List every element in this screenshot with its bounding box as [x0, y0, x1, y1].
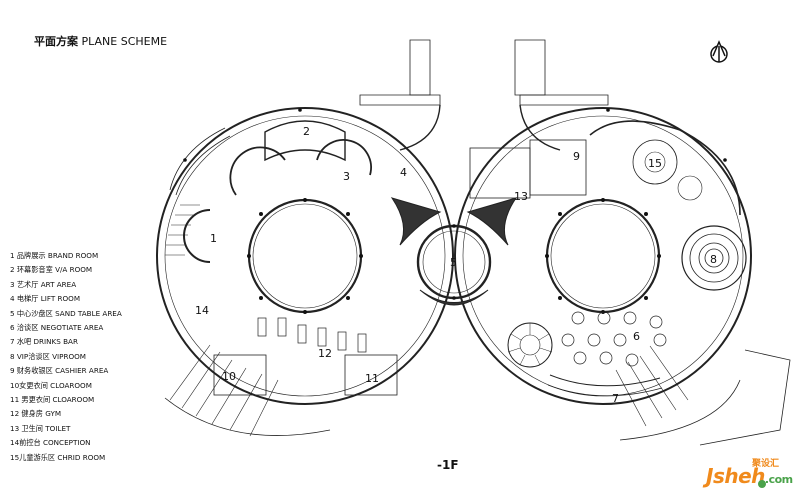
legend-item: 10女更衣间 CLOAROOM: [10, 380, 92, 390]
right-inner-ring: [545, 198, 661, 314]
legend-item: 12 健身房 GYM: [10, 409, 62, 419]
watermark-dot-icon: [758, 480, 766, 488]
right-outer-wall: [454, 107, 752, 405]
room-legend: 1 品牌展示 BRAND ROOM 2 环幕影音室 V/A ROOM 3 艺术厅…: [10, 249, 122, 465]
legend-item: 6 洽谈区 NEGOTIATE AREA: [10, 323, 104, 333]
room-number-1: 1: [210, 232, 217, 245]
room-number-6: 6: [633, 330, 640, 343]
watermark-logo: 聚设汇 Jsheh.com: [706, 456, 793, 492]
room-number-14: 14: [195, 304, 209, 317]
room-number-7: 7: [612, 392, 619, 405]
watermark-zh: 聚设汇: [752, 459, 780, 469]
room-number-8: 8: [710, 253, 717, 266]
left-sand-table-ring: [247, 198, 363, 314]
legend-item: 13 卫生间 TOILET: [10, 423, 71, 433]
legend-item: 9 财务收银区 CASHIER AREA: [10, 366, 109, 376]
room-number-15: 15: [648, 157, 662, 170]
floor-label: -1F: [437, 458, 459, 472]
legend-item: 1 品牌展示 BRAND ROOM: [10, 251, 99, 260]
legend-item: 2 环幕影音室 V/A ROOM: [10, 265, 93, 275]
legend-item: 7 水吧 DRINKS BAR: [10, 337, 78, 347]
room-number-4: 4: [400, 166, 407, 179]
left-outer-wall: [156, 107, 454, 405]
room-number-3: 3: [343, 170, 350, 183]
legend-item: 4 电梯厅 LIFT ROOM: [10, 294, 81, 304]
legend-item: 8 VIP洽谈区 VIPROOM: [10, 351, 86, 361]
page-title: 平面方案 PLANE SCHEME: [34, 33, 167, 49]
room-number-10: 10: [222, 370, 236, 383]
legend-item: 3 艺术厅 ART AREA: [10, 279, 77, 289]
north-arrow-icon: [710, 40, 728, 63]
title-zh: 平面方案: [34, 35, 78, 48]
legend-item: 14前控台 CONCEPTION: [10, 438, 91, 448]
room-number-13: 13: [514, 190, 528, 203]
room-number-9: 9: [573, 150, 580, 163]
watermark-main: Jsheh.com: [706, 464, 793, 488]
room-number-11: 11: [365, 372, 379, 385]
room-number-2: 2: [303, 125, 310, 138]
legend-item: 15儿童游乐区 CHRID ROOM: [10, 452, 106, 462]
title-en: PLANE SCHEME: [81, 35, 168, 48]
room-number-12: 12: [318, 347, 332, 360]
room-number-5: 5: [450, 256, 457, 269]
legend-item: 11 男更衣间 CLOAROOM: [10, 395, 95, 405]
legend-item: 5 中心沙盘区 SAND TABLE AREA: [10, 308, 122, 318]
